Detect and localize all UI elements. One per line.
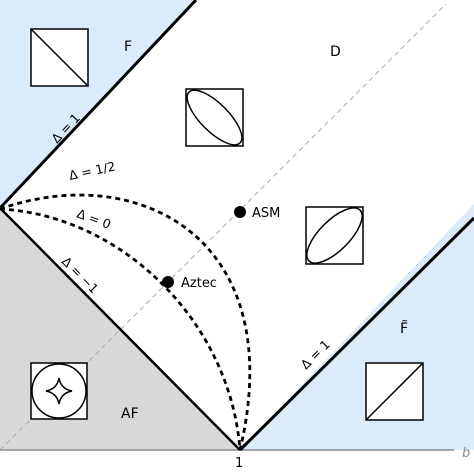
boundary-label-delta-half: Δ = 1/2 bbox=[68, 158, 117, 182]
x-axis-label: b bbox=[462, 446, 470, 461]
region-label-d: D bbox=[330, 44, 341, 60]
astroid-circle-icon bbox=[30, 362, 88, 420]
x-axis-tick-1: 1 bbox=[235, 456, 243, 471]
region-label-f: F bbox=[124, 39, 132, 55]
boundary-delta-minus-1-left bbox=[0, 207, 241, 451]
square-diagonal-icon bbox=[365, 362, 424, 421]
region-label-af: AF bbox=[121, 406, 139, 422]
boundary-delta-1-top bbox=[0, 0, 198, 210]
asm-point bbox=[234, 206, 246, 218]
diagonal-dashed-line bbox=[0, 3, 447, 451]
aztec-label: Aztec bbox=[181, 276, 217, 291]
region-label-f-tilde: F̃ bbox=[400, 320, 408, 337]
ellipse-square-icon bbox=[185, 88, 244, 147]
aztec-point bbox=[162, 276, 174, 288]
ellipse-square-icon bbox=[305, 206, 364, 265]
square-diagonal-icon bbox=[30, 28, 89, 87]
asm-label: ASM bbox=[252, 206, 280, 221]
boundary-delta-1-right bbox=[238, 216, 474, 452]
curve-delta-half bbox=[0, 193, 252, 451]
curve-delta-zero bbox=[0, 207, 242, 451]
